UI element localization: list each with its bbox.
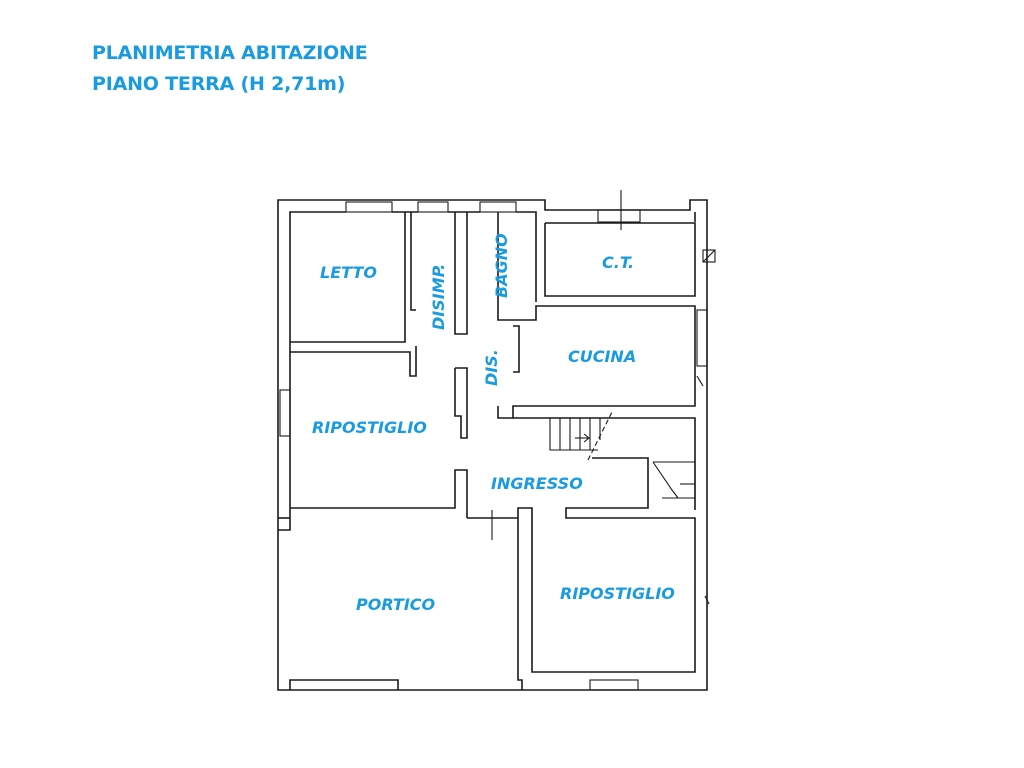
room-label-ingresso: INGRESSO xyxy=(491,474,583,493)
room-label-bagno: BAGNO xyxy=(492,233,511,298)
room-label-letto: LETTO xyxy=(320,263,377,282)
room-label-portico: PORTICO xyxy=(356,595,436,614)
room-label-cucina: CUCINA xyxy=(568,347,636,366)
room-label-ripostiglio-right: RIPOSTIGLIO xyxy=(560,584,675,603)
room-labels: LETTO DISIMP. BAGNO C.T. DIS. CUCINA RIP… xyxy=(312,233,675,614)
room-label-dis: DIS. xyxy=(482,349,501,386)
plan-title-line-2: PIANO TERRA (H 2,71m) xyxy=(92,73,346,95)
plan-title-line-1: PLANIMETRIA ABITAZIONE xyxy=(92,42,368,64)
room-label-ct: C.T. xyxy=(602,253,634,272)
interior-walls xyxy=(278,212,710,690)
room-label-ripostiglio-left: RIPOSTIGLIO xyxy=(312,418,427,437)
plan-title: PLANIMETRIA ABITAZIONE PIANO TERRA (H 2,… xyxy=(92,38,368,100)
room-label-disimp: DISIMP. xyxy=(429,264,448,330)
